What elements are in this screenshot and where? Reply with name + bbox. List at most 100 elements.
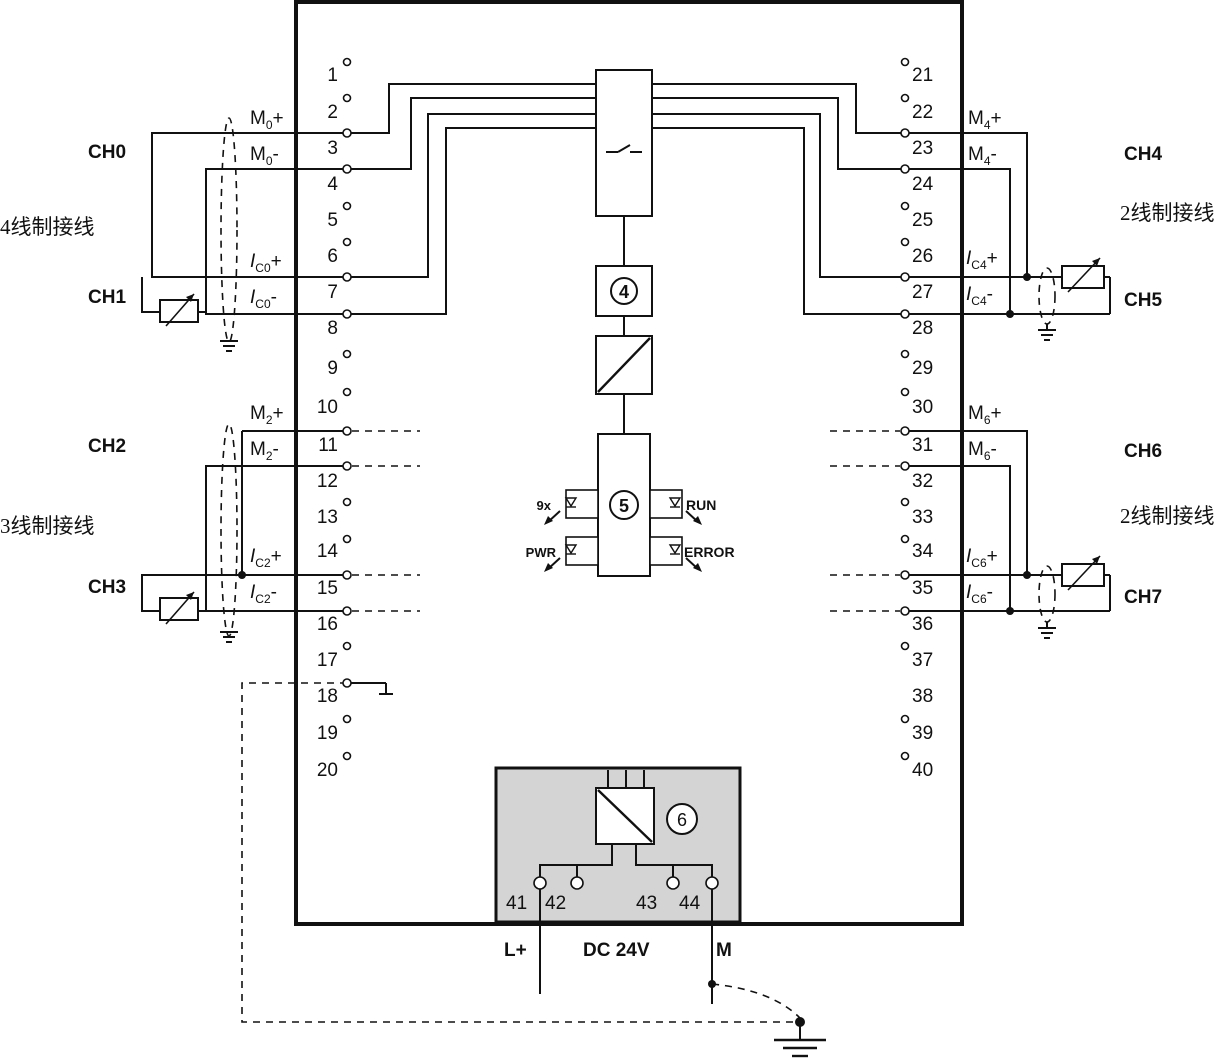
internal-wires <box>347 83 905 315</box>
channel-labels: CH0 CH1 CH2 CH3 CH4 CH5 CH6 CH7 <box>88 142 1162 608</box>
signal-ic2-minus: IC2- <box>250 582 277 606</box>
led-error-label: ERROR <box>684 544 735 560</box>
power-supply-block: 6 41 42 43 44 <box>494 766 742 924</box>
signal-m4-minus: M4- <box>968 144 997 168</box>
label-ch7: CH7 <box>1124 587 1162 608</box>
terminal-14: 14 <box>317 541 339 562</box>
terminal-28: 28 <box>912 318 933 339</box>
terminal-37: 37 <box>912 650 933 671</box>
signal-ic0-minus: IC0- <box>250 287 277 311</box>
terminal-13: 13 <box>317 507 338 528</box>
left-terminal-circles <box>342 57 352 761</box>
ch0-ch1-wiring <box>141 117 347 352</box>
terminal-27: 27 <box>912 282 933 303</box>
terminal-39: 39 <box>912 723 933 744</box>
terminal-18-ground <box>241 678 800 1023</box>
terminal-26: 26 <box>912 246 933 267</box>
label-m: M <box>716 940 732 961</box>
led-diag-label: 9x <box>537 498 552 513</box>
terminal-17: 17 <box>317 650 338 671</box>
block-6-label: 6 <box>677 810 687 830</box>
block-5-label: 5 <box>619 496 629 516</box>
label-ch6: CH6 <box>1124 441 1162 462</box>
terminal-25: 25 <box>912 210 933 231</box>
terminal-34: 34 <box>912 541 934 562</box>
label-ch5: CH5 <box>1124 290 1162 311</box>
block-5-marker <box>609 490 639 520</box>
switch-icon <box>606 144 642 153</box>
label-3-wire: 3线制接线 <box>0 514 95 538</box>
terminal-36: 36 <box>912 614 933 635</box>
signal-ic2-plus: IC2+ <box>250 546 282 570</box>
label-ch0: CH0 <box>88 142 126 163</box>
terminal-1: 1 <box>327 65 338 86</box>
terminal-10: 10 <box>317 397 338 418</box>
terminal-3: 3 <box>327 138 338 159</box>
terminal-5: 5 <box>327 210 338 231</box>
signal-labels-right: M4+ M4- IC4+ IC4- M6+ M6- IC6+ IC6- <box>966 108 1002 606</box>
led-run-label: RUN <box>686 497 716 513</box>
led-run: RUN <box>649 489 716 525</box>
terminal-8: 8 <box>327 318 338 339</box>
terminal-35: 35 <box>912 578 933 599</box>
terminal-2: 2 <box>327 102 338 123</box>
terminal-31: 31 <box>912 435 933 456</box>
terminal-11: 11 <box>318 435 338 456</box>
signal-ic4-minus: IC4- <box>966 284 993 308</box>
signal-labels-left: M0+ M0- IC0+ IC0- M2+ M2- IC2+ IC2- <box>250 108 284 606</box>
terminal-18: 18 <box>317 686 338 707</box>
terminal-38: 38 <box>912 686 933 707</box>
terminal-15: 15 <box>317 578 338 599</box>
signal-m0-minus: M0- <box>250 144 279 168</box>
terminal-4: 4 <box>327 174 338 195</box>
signal-m6-plus: M6+ <box>968 403 1002 427</box>
signal-m4-plus: M4+ <box>968 108 1002 132</box>
signal-m2-minus: M2- <box>250 439 279 463</box>
block-4-marker <box>610 277 638 305</box>
left-upper-terminal-connectors <box>342 128 352 319</box>
signal-ic4-plus: IC4+ <box>966 248 998 272</box>
led-error: ERROR <box>649 536 735 572</box>
terminal-24: 24 <box>912 174 934 195</box>
label-ch2: CH2 <box>88 436 126 457</box>
terminal-33: 33 <box>912 507 933 528</box>
terminal-6: 6 <box>327 246 338 267</box>
power-terminal-44: 44 <box>679 893 701 914</box>
ch2-ch3-wiring <box>141 423 420 643</box>
terminal-9: 9 <box>327 358 338 379</box>
terminal-23: 23 <box>912 138 933 159</box>
signal-ic6-plus: IC6+ <box>966 546 998 570</box>
label-ch1: CH1 <box>88 287 126 308</box>
terminal-32: 32 <box>912 471 933 492</box>
power-terminal-43: 43 <box>636 893 657 914</box>
terminal-12: 12 <box>317 471 338 492</box>
terminal-21: 21 <box>912 65 933 86</box>
terminal-19: 19 <box>317 723 338 744</box>
terminal-30: 30 <box>912 397 933 418</box>
label-2-wire-top: 2线制接线 <box>1120 201 1215 225</box>
terminal-16: 16 <box>317 614 338 635</box>
power-terminal-42: 42 <box>545 893 566 914</box>
right-terminal-numbers: 21 22 23 24 25 26 27 28 29 30 31 32 33 3… <box>912 65 934 781</box>
power-terminal-41: 41 <box>506 893 527 914</box>
terminal-29: 29 <box>912 358 933 379</box>
led-pwr: PWR <box>526 536 599 572</box>
ch6-ch7-wiring <box>830 426 1111 639</box>
led-pwr-label: PWR <box>526 545 557 560</box>
signal-m0-plus: M0+ <box>250 108 284 132</box>
terminal-22: 22 <box>912 102 933 123</box>
label-2-wire-bottom: 2线制接线 <box>1120 504 1215 528</box>
signal-m6-minus: M6- <box>968 439 997 463</box>
signal-ic6-minus: IC6- <box>966 582 993 606</box>
terminal-7: 7 <box>327 282 338 303</box>
label-4-wire: 4线制接线 <box>0 215 95 239</box>
terminal-20: 20 <box>317 760 338 781</box>
signal-m2-plus: M2+ <box>250 403 284 427</box>
label-l-plus: L+ <box>504 940 527 961</box>
right-terminal-circles <box>900 57 910 761</box>
ch4-ch5-wiring <box>900 128 1111 341</box>
converter-diagonal <box>597 337 651 393</box>
block-6-marker <box>666 803 698 835</box>
multiplexer-block <box>595 69 653 217</box>
